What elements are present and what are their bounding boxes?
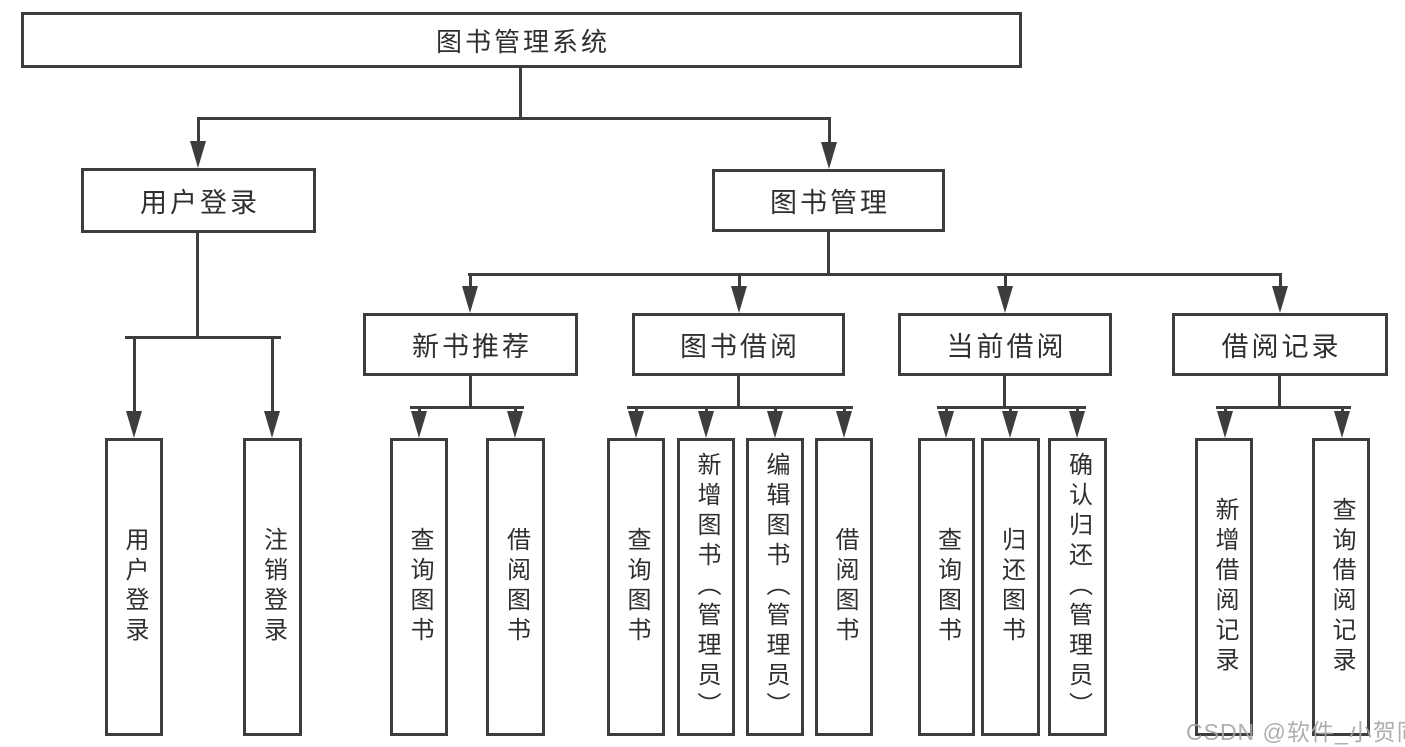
leaf-add-books-admin-label: 新增图书（管理员） <box>693 452 720 722</box>
connector-level1-bar <box>197 117 831 120</box>
leaf-newbook-query-books: 查询图书 <box>390 438 448 736</box>
connector-current-borrow-stem <box>1003 375 1006 408</box>
leaf-return-books-label: 归还图书 <box>997 527 1025 647</box>
leaf-current-query-books-label: 查询图书 <box>933 527 961 647</box>
arrow-new-book-child1-icon <box>411 407 428 438</box>
node-user-login-label: 用户登录 <box>140 188 260 218</box>
arrow-to-user-login-icon <box>190 118 207 168</box>
leaf-newbook-borrow-books-label: 借阅图书 <box>502 527 530 647</box>
leaf-edit-books-admin-label: 编辑图书（管理员） <box>762 452 789 722</box>
leaf-logout: 注销登录 <box>243 438 302 736</box>
csdn-watermark: CSDN @软件_小贺同学 <box>1186 719 1405 745</box>
connector-book-management-stem <box>827 230 830 275</box>
leaf-borrow-query-books: 查询图书 <box>607 438 665 736</box>
leaf-add-borrow-record: 新增借阅记录 <box>1195 438 1253 736</box>
leaf-confirm-return-admin: 确认归还（管理员） <box>1048 438 1107 736</box>
connector-root-stem <box>519 66 522 118</box>
leaf-borrow-borrow-books-label: 借阅图书 <box>831 527 858 647</box>
leaf-borrow-query-books-label: 查询图书 <box>623 527 650 647</box>
arrow-book-borrow-child3-icon <box>767 407 784 438</box>
connector-new-book-bar <box>410 406 524 409</box>
node-borrow-record-label: 借阅记录 <box>1221 332 1342 362</box>
arrow-current-borrow-child1-icon <box>938 407 955 438</box>
node-book-management-label: 图书管理 <box>770 188 890 218</box>
leaf-logout-label: 注销登录 <box>259 527 287 647</box>
node-new-book-recommend: 新书推荐 <box>363 313 578 376</box>
leaf-newbook-query-books-label: 查询图书 <box>406 527 433 647</box>
connector-book-borrow-stem <box>737 375 740 408</box>
node-book-borrow: 图书借阅 <box>632 313 845 376</box>
arrow-current-borrow-child3-icon <box>1069 407 1086 438</box>
node-book-borrow-label: 图书借阅 <box>680 332 800 362</box>
node-user-login: 用户登录 <box>81 168 316 233</box>
node-new-book-recommend-label: 新书推荐 <box>412 332 532 362</box>
arrow-to-borrow-record-icon <box>1272 275 1289 313</box>
leaf-return-books: 归还图书 <box>981 438 1040 736</box>
connector-new-book-stem <box>469 374 472 408</box>
arrow-to-login-leaf-icon <box>126 338 143 438</box>
arrow-to-new-book-icon <box>462 275 479 313</box>
arrow-current-borrow-child2-icon <box>1002 407 1019 438</box>
arrow-borrow-record-child2-icon <box>1334 407 1351 438</box>
node-borrow-record: 借阅记录 <box>1172 313 1388 376</box>
arrow-borrow-record-child1-icon <box>1217 407 1234 438</box>
connector-borrow-record-stem <box>1278 374 1281 408</box>
arrow-book-borrow-child4-icon <box>836 407 853 438</box>
node-current-borrow-label: 当前借阅 <box>946 332 1067 362</box>
arrow-new-book-child2-icon <box>507 407 524 438</box>
leaf-confirm-return-admin-label: 确认归还（管理员） <box>1064 452 1092 722</box>
leaf-query-borrow-record-label: 查询借阅记录 <box>1328 497 1355 677</box>
arrow-book-borrow-child2-icon <box>698 407 715 438</box>
leaf-user-login-label: 用户登录 <box>121 527 148 647</box>
node-book-management: 图书管理 <box>712 169 945 232</box>
leaf-borrow-borrow-books: 借阅图书 <box>815 438 873 736</box>
node-library-system-label: 图书管理系统 <box>435 26 610 57</box>
arrow-to-logout-leaf-icon <box>264 338 281 438</box>
leaf-current-query-books: 查询图书 <box>918 438 975 736</box>
connector-level2-bar <box>468 273 1282 276</box>
connector-user-login-stem <box>196 231 199 339</box>
arrow-to-book-management-icon <box>821 118 838 169</box>
leaf-query-borrow-record: 查询借阅记录 <box>1312 438 1370 736</box>
connector-user-login-bar <box>125 336 281 339</box>
leaf-add-borrow-record-label: 新增借阅记录 <box>1211 497 1238 677</box>
arrow-to-book-borrow-icon <box>731 275 748 313</box>
node-library-system: 图书管理系统 <box>21 12 1022 68</box>
node-current-borrow: 当前借阅 <box>898 313 1112 376</box>
leaf-edit-books-admin: 编辑图书（管理员） <box>746 438 804 736</box>
leaf-newbook-borrow-books: 借阅图书 <box>486 438 545 736</box>
connector-borrow-record-bar <box>1216 406 1351 409</box>
arrow-book-borrow-child1-icon <box>628 407 645 438</box>
arrow-to-current-borrow-icon <box>997 275 1014 313</box>
leaf-add-books-admin: 新增图书（管理员） <box>677 438 735 736</box>
leaf-user-login: 用户登录 <box>105 438 163 736</box>
connector-book-borrow-bar <box>627 406 853 409</box>
